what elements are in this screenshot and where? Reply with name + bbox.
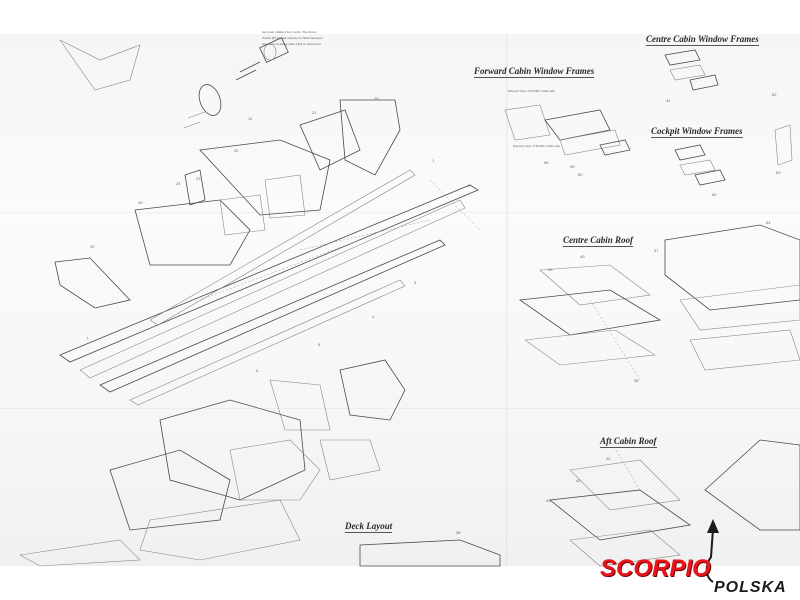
part-number: 22 — [234, 148, 239, 153]
part-number: 62 — [772, 92, 777, 97]
part-number: 43 — [576, 478, 581, 483]
part-number: 21 — [312, 110, 317, 115]
motor-note-line-3: the motor housing sides (20) as instruct… — [262, 42, 321, 46]
part-number: 25 — [138, 200, 143, 205]
motor-note-line-1: has been omitted for clarity. The motor — [262, 30, 317, 34]
heading-aft-cabin-roof: Aft Cabin Roof — [600, 436, 657, 448]
part-number: 36 — [634, 378, 639, 383]
scorpion-tail-icon — [705, 519, 719, 583]
part-number: 3 — [414, 280, 417, 285]
part-number: 37 — [654, 248, 659, 253]
part-number: 41 — [666, 98, 671, 103]
heading-deck-layout: Deck Layout — [345, 521, 393, 533]
fold-crease-horizontal — [0, 212, 800, 214]
part-number: 60 — [578, 172, 583, 177]
top-margin — [0, 0, 800, 34]
part-number: 7 — [86, 336, 89, 341]
part-number: 59 — [570, 164, 575, 169]
inboard-view-note: Inboard view of PORT cabin side — [513, 144, 560, 148]
part-number: 65 — [712, 192, 717, 197]
part-number: 63 — [776, 170, 781, 175]
part-number: 44 — [546, 498, 551, 503]
part-number: 20 — [374, 96, 379, 101]
part-number: 40 — [580, 254, 585, 259]
part-number: 38 — [456, 530, 461, 535]
part-number: 6 — [256, 368, 259, 373]
heading-cockpit-window-frames: Cockpit Window Frames — [651, 126, 743, 138]
scorpio-polska-logo: SCORPIO POLSKA — [596, 519, 800, 600]
part-number: 42 — [606, 456, 611, 461]
heading-centre-cabin-window-frames: Centre Cabin Window Frames — [646, 34, 759, 46]
heading-forward-cabin-window-frames: Forward Cabin Window Frames — [474, 66, 595, 78]
part-number: 64 — [766, 220, 771, 225]
part-number: 39 — [548, 267, 553, 272]
fold-crease-vertical — [506, 34, 509, 566]
bottom-margin — [0, 566, 800, 600]
part-number: 29 — [90, 244, 95, 249]
part-number: 1 — [432, 158, 435, 163]
part-number: 5 — [318, 342, 321, 347]
logo-country-text: POLSKA — [714, 579, 787, 596]
motor-note-line-2: mount (F) should already be fitted betwe… — [262, 36, 323, 40]
part-number: 23 — [196, 176, 201, 181]
part-number: 24 — [176, 181, 181, 186]
fold-crease-horizontal — [0, 408, 800, 410]
motor-assembly — [183, 37, 289, 129]
logo-brand-text: SCORPIO — [600, 555, 711, 582]
heading-centre-cabin-roof: Centre Cabin Roof — [563, 235, 634, 247]
part-number: 58 — [544, 160, 549, 165]
part-number: 4 — [372, 314, 375, 319]
part-number: 2 — [468, 183, 471, 188]
inboard-view-note: Inboard view of PORT cabin side — [508, 89, 555, 93]
part-number: 11 — [248, 116, 253, 121]
